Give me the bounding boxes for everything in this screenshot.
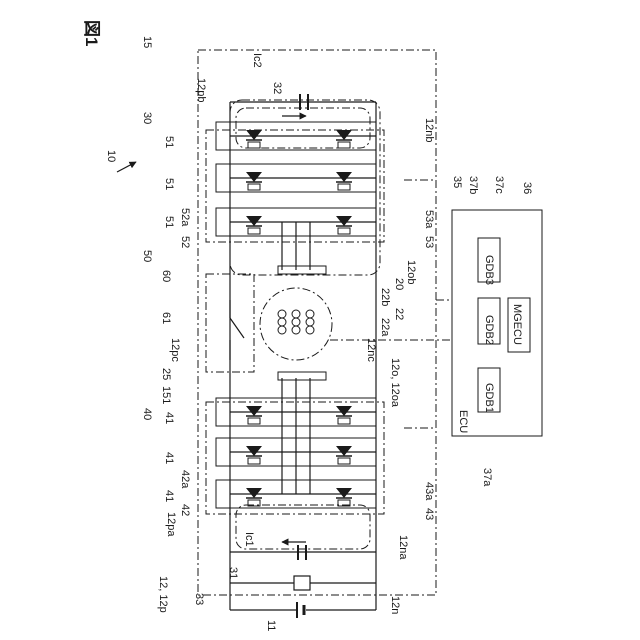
ref-50: 50 xyxy=(141,250,153,262)
diode-u1-0 xyxy=(246,172,262,182)
ref-12pa: 12pa xyxy=(165,512,177,537)
coil-0-1 xyxy=(278,318,286,326)
ref-12p: 12, 12p xyxy=(157,576,169,613)
ref-12pc: 12pc xyxy=(169,338,181,362)
gdb1-label: GDB1 xyxy=(483,383,495,413)
ref-22b: 22b xyxy=(379,288,391,306)
figure-title: 図1 xyxy=(82,20,101,46)
boundary-30 xyxy=(206,130,384,242)
ref-12pb: 12pb xyxy=(195,78,207,102)
coil-2-0 xyxy=(306,310,314,318)
diode-l2-1 xyxy=(336,488,352,498)
ref-40: 40 xyxy=(141,408,153,420)
ref-52a: 52a xyxy=(179,208,191,227)
ref-51-a: 51 xyxy=(163,136,175,148)
ref-37b: 37b xyxy=(467,176,479,194)
transistor-l0-1 xyxy=(338,418,350,424)
leader-10 xyxy=(117,162,136,172)
transistor-u2-0 xyxy=(248,228,260,234)
relay-blade xyxy=(230,318,244,338)
ref-22: 22 xyxy=(393,308,405,320)
ref-51-c: 51 xyxy=(163,216,175,228)
coil-0-0 xyxy=(278,310,286,318)
transistor-l1-0 xyxy=(248,458,260,464)
diode-l1-0 xyxy=(246,446,262,456)
ref-25: 25 xyxy=(160,368,172,380)
ref-ic2: Ic2 xyxy=(251,53,263,68)
mgecu-label: MGECU xyxy=(511,304,523,345)
coil-0-2 xyxy=(278,326,286,334)
diode-l0-1 xyxy=(336,406,352,416)
diode-u0-0 xyxy=(246,130,262,140)
ref-31: 31 xyxy=(227,567,239,579)
ref-22a: 22a xyxy=(379,318,391,337)
coil-1-2 xyxy=(292,326,300,334)
ref-12nc: 12nc xyxy=(365,338,377,362)
ref-60: 60 xyxy=(160,270,172,282)
ref-41-c: 41 xyxy=(163,490,175,502)
transistor-u0-1 xyxy=(338,142,350,148)
transistor-l1-1 xyxy=(338,458,350,464)
ecu-box xyxy=(452,210,542,436)
ref-12o: 12o, 12oa xyxy=(389,358,401,408)
ref-12na: 12na xyxy=(397,535,409,560)
gdb3-label: GDB3 xyxy=(483,255,495,285)
coil-2-2 xyxy=(306,326,314,334)
dashed-boundaries xyxy=(198,50,452,595)
ref-12nb: 12nb xyxy=(423,118,435,142)
ref-20: 20 xyxy=(393,278,405,290)
misc-components xyxy=(278,310,314,334)
ref-42: 42 xyxy=(179,504,191,516)
coil-1-0 xyxy=(292,310,300,318)
ref-12ob: 12ob xyxy=(405,260,417,284)
switch-elements xyxy=(246,130,352,506)
diode-l1-1 xyxy=(336,446,352,456)
coil-2-1 xyxy=(306,318,314,326)
transistor-u1-0 xyxy=(248,184,260,190)
gdb2-label: GDB2 xyxy=(483,315,495,345)
ref-43a: 43a xyxy=(423,482,435,501)
ref-10: 10 xyxy=(105,150,117,162)
ref-42a: 42a xyxy=(179,470,191,489)
ref-151: 151 xyxy=(160,386,172,404)
ref-35: 35 xyxy=(451,176,463,188)
ref-12n: 12n xyxy=(389,596,401,614)
ecu-label: ECU xyxy=(457,410,469,433)
ref-33: 33 xyxy=(193,593,205,605)
boundary-40 xyxy=(206,402,384,514)
ref-ic1: Ic1 xyxy=(243,532,255,547)
sensor-33 xyxy=(294,576,310,590)
ref-52: 52 xyxy=(179,236,191,248)
diode-u0-1 xyxy=(336,130,352,140)
ref-53a: 53a xyxy=(423,210,435,229)
ref-32: 32 xyxy=(271,82,283,94)
connector-25 xyxy=(278,372,326,380)
transistor-u1-1 xyxy=(338,184,350,190)
ref-37a: 37a xyxy=(481,468,493,487)
ref-61: 61 xyxy=(160,312,172,324)
transistor-l0-0 xyxy=(248,418,260,424)
ref-37c: 37c xyxy=(493,176,505,194)
transistor-u2-1 xyxy=(338,228,350,234)
connector-20 xyxy=(278,266,326,274)
boundary-50 xyxy=(230,100,380,275)
ref-41-a: 41 xyxy=(163,412,175,424)
ref-43: 43 xyxy=(423,508,435,520)
diode-u2-0 xyxy=(246,216,262,226)
diode-l2-0 xyxy=(246,488,262,498)
ref-15: 15 xyxy=(141,36,153,48)
diode-l0-0 xyxy=(246,406,262,416)
ref-53: 53 xyxy=(423,236,435,248)
diode-u2-1 xyxy=(336,216,352,226)
ref-11: 11 xyxy=(265,620,277,631)
transistor-u0-0 xyxy=(248,142,260,148)
coil-1-1 xyxy=(292,318,300,326)
motor-boundary-22 xyxy=(260,288,332,360)
ref-36: 36 xyxy=(521,182,533,194)
ref-51-b: 51 xyxy=(163,178,175,190)
ref-41-b: 41 xyxy=(163,452,175,464)
ref-30: 30 xyxy=(141,112,153,124)
diode-u1-1 xyxy=(336,172,352,182)
